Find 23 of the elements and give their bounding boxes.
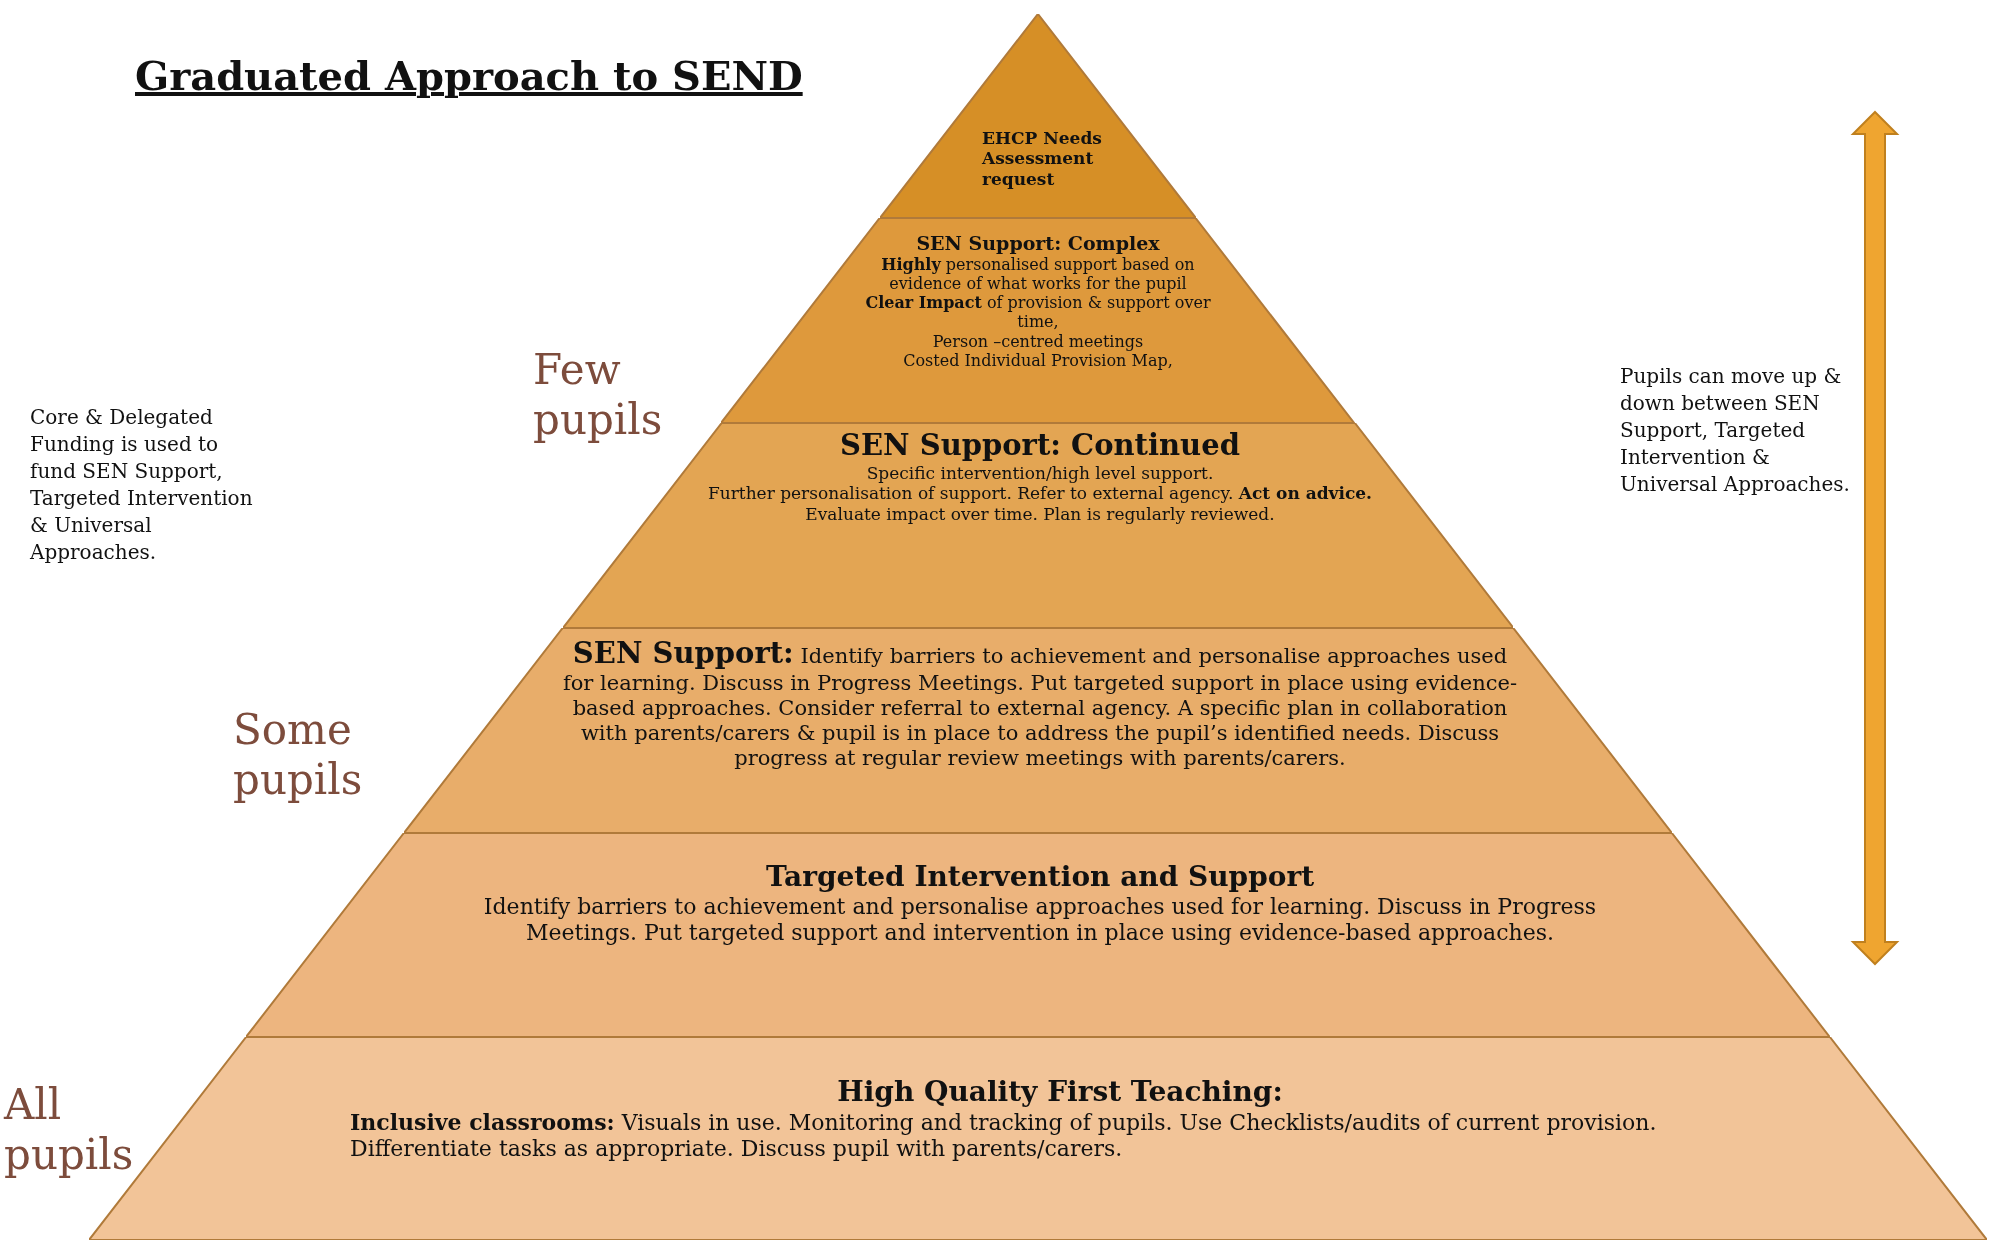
tier-text: Specific intervention/high level support.: [865, 462, 1215, 484]
tier-heading: SEN Support: Continued: [839, 428, 1241, 463]
pyramid-tier: [721, 218, 1355, 423]
pyramid-tier: [246, 833, 1830, 1037]
title: Graduated Approach to SEND: [135, 52, 803, 99]
tier-text: SEN Support: Identify barriers to achievement and personalise approaches used for learning. Discuss in Progress Meetings. Put targeted support in place using evidence-based approaches. Consider referral to external agency. A specific plan in collaboration with parents/carers & pupil is in place to address the pupil’s identified needs. Discuss progress at regular review meetings with parents/carers.: [561, 636, 1519, 772]
pyramid-tier: [404, 628, 1672, 833]
tier-heading: High Quality First Teaching:: [836, 1075, 1284, 1109]
tier-text: Identify barriers to achievement and personalise approaches used for learning. Discuss in Progress Meetings. Put targeted support and intervention in place using evidence-based approaches.: [482, 893, 1598, 947]
tier-heading: EHCP Needs Assessment request: [982, 128, 1103, 190]
tier-text: Evaluate impact over time. Plan is regularly reviewed.: [804, 503, 1276, 524]
tier-text: Person –centred meetings: [931, 331, 1145, 351]
group-label: Few pupils: [533, 345, 664, 446]
tier-heading: SEN Support: Complex: [915, 232, 1161, 255]
group-label: All pupils: [4, 1080, 135, 1181]
side-note: Core & Delegated Funding is used to fund SEN Support, Targeted Intervention & Universal Approaches.: [30, 404, 254, 566]
tier-text: Further personalisation of support. Refer to external agency. Act on advice.: [706, 483, 1374, 504]
tier-heading: Targeted Intervention and Support: [764, 860, 1316, 894]
tier-text: Costed Individual Provision Map,: [902, 350, 1174, 370]
tier-text: Clear Impact of provision & support over time,: [864, 293, 1212, 332]
side-note: Pupils can move up & down between SEN Support, Targeted Intervention & Universal Approaches.: [1620, 363, 1851, 498]
tier-text: Inclusive classrooms: Visuals in use. Monitoring and tracking of pupils. Use Checklists/audits of current provision. Differentiate tasks as appropriate. Discuss pupil with parents/carers.: [350, 1108, 1658, 1163]
group-label: Some pupils: [233, 705, 364, 806]
